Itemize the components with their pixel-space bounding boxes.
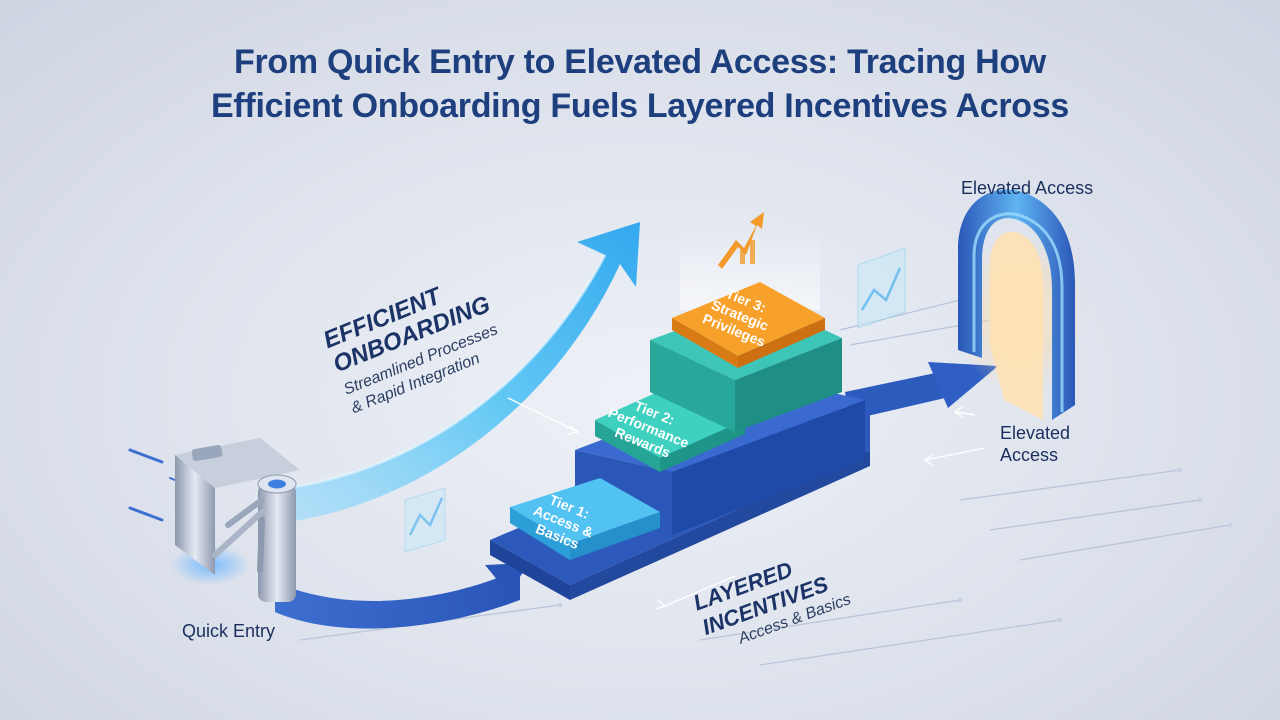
turnstile-icon [170,438,300,602]
title-line-2: Efficient Onboarding Fuels Layered Incen… [211,87,1069,125]
page-title: From Quick Entry to Elevated Access: Tra… [0,40,1280,128]
elevated-side-line1: Elevated [1000,423,1071,443]
circuit-dots [557,467,1233,623]
elevated-access-top-label: Elevated Access [961,178,1094,198]
elevated-access-side-label: Elevated Access [1000,422,1070,466]
gateway-arch-icon [955,189,1085,420]
bar-chart-icon-left [404,487,446,553]
quick-entry-label: Quick Entry [182,621,276,641]
tier-1-block [510,478,660,560]
growth-arrow-icon [718,212,764,269]
elevated-side-line2: Access [1000,445,1059,465]
tier-3-block [650,230,842,432]
connector-arrows [507,397,986,610]
bar-chart-icon-right [857,247,906,329]
onboarding-arrow [284,222,640,522]
title-line-1: From Quick Entry to Elevated Access: Tra… [234,43,1046,81]
entry-path [275,563,530,629]
